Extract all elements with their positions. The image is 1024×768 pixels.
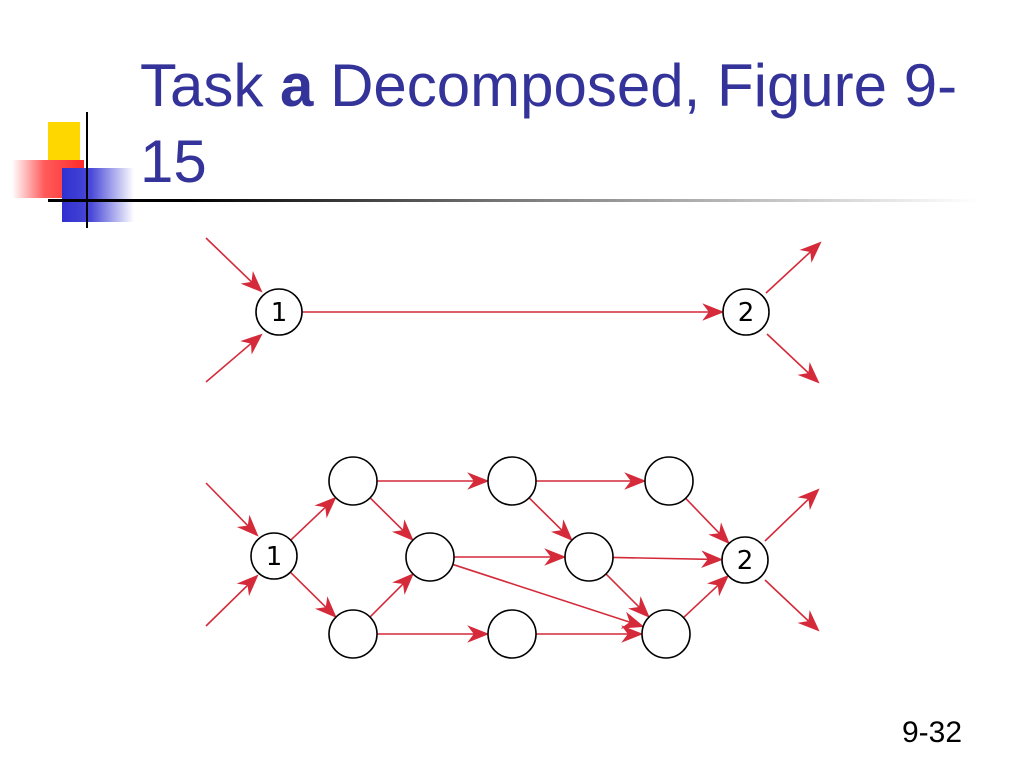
node-B9: [641, 609, 691, 659]
edge-B1-B3: [289, 571, 337, 618]
node-B2: [328, 456, 378, 506]
title-underline: [48, 199, 978, 202]
edge-B5-B7: [528, 497, 573, 541]
output-arrow-bottom-a: [766, 333, 820, 384]
node-label-B10: 2: [737, 546, 754, 576]
node-B7: [564, 532, 614, 582]
title-bold-a: a: [280, 52, 314, 119]
edge-B7-B10: [612, 550, 724, 568]
output-arrow-top-a: [765, 241, 822, 294]
edge-B2-B4: [369, 497, 414, 541]
input-arrow-bottom-b: [205, 574, 259, 627]
node-B10: [721, 536, 769, 584]
node-B3: [328, 609, 378, 659]
page-number: 9-32: [901, 716, 962, 749]
output-arrow-top-b: [764, 488, 820, 542]
node-B5: [487, 456, 537, 506]
edge-B3-B4: [369, 573, 414, 618]
title-text-1: Task: [140, 52, 281, 119]
input-arrow-bottom-a: [205, 333, 263, 383]
input-arrow-top-a: [205, 237, 263, 293]
node-A1: [255, 288, 303, 336]
edge-B9-B10: [682, 574, 730, 619]
node-label-A2: 2: [738, 298, 755, 328]
node-A2: [722, 288, 770, 336]
edge-B1-B2: [290, 496, 337, 541]
node-B1: [250, 532, 298, 580]
decor-yellow-square: [48, 122, 80, 162]
decor-vertical-line: [86, 112, 88, 228]
node-label-A1: 1: [271, 298, 288, 328]
edge-B6-B10: [685, 497, 730, 545]
node-label-B1: 1: [266, 542, 283, 572]
title-text-2: Decomposed, Figure 9-15: [140, 52, 958, 195]
node-B4: [405, 532, 455, 582]
input-arrow-top-b: [205, 482, 259, 537]
output-arrow-bottom-b: [764, 579, 820, 632]
node-B8: [487, 609, 537, 659]
edge-B4-B9: [452, 563, 645, 629]
node-B6: [644, 456, 694, 506]
edge-B7-B9: [605, 573, 650, 618]
decor-blue-square: [62, 168, 134, 222]
slide-title: Task a Decomposed, Figure 9-15: [140, 48, 960, 200]
